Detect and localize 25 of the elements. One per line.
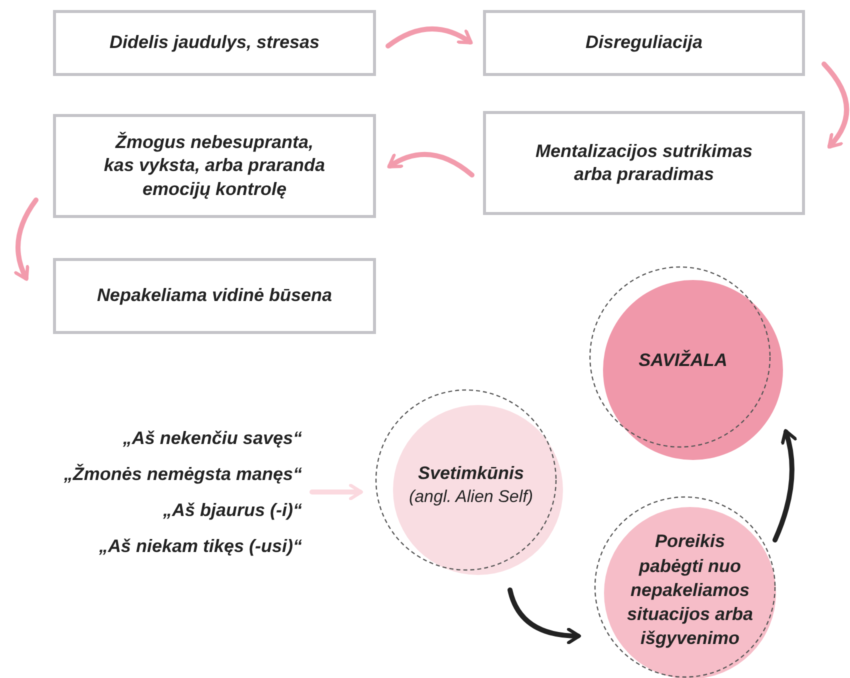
process-box (53, 114, 376, 218)
circle-title: Svetimkūnis (418, 462, 524, 486)
process-box (483, 10, 805, 76)
curved-arrow (386, 26, 473, 48)
box-text: Žmogus nebesupranta, kas vyksta, arba praranda emocijų kontrolę (102, 130, 326, 201)
box-text: Mentalizacijos sutrikimas arba praradimas (534, 140, 754, 186)
box-text: Disreguliacija (585, 31, 703, 54)
process-box (483, 111, 805, 215)
curved-arrow (387, 152, 474, 178)
curved-arrow (310, 484, 363, 500)
process-box (53, 10, 376, 76)
quote-text: „Aš nekenčiu savęs“ (122, 427, 302, 450)
quote-text: „Aš niekam tikęs (-usi)“ (98, 535, 302, 558)
box-text: Nepakeliama vidinė būsena (96, 284, 332, 308)
curved-arrow (508, 588, 581, 644)
curved-arrow (822, 62, 849, 149)
process-box (53, 258, 376, 334)
curved-arrow (772, 429, 797, 542)
quote-text: „Aš bjaurus (-i)“ (162, 499, 302, 522)
quote-text: „Žmonės nemėgsta manęs“ (62, 462, 302, 486)
circle-subtitle: (angl. Alien Self) (408, 486, 534, 508)
curved-arrow (14, 198, 38, 281)
circle-title: Poreikis pabėgti nuo nepakeliamos situacijos arba išgyvenimo (626, 530, 754, 650)
box-text: Didelis jaudulys, stresas (109, 31, 320, 54)
circle-title: SAVIŽALA (638, 348, 728, 372)
